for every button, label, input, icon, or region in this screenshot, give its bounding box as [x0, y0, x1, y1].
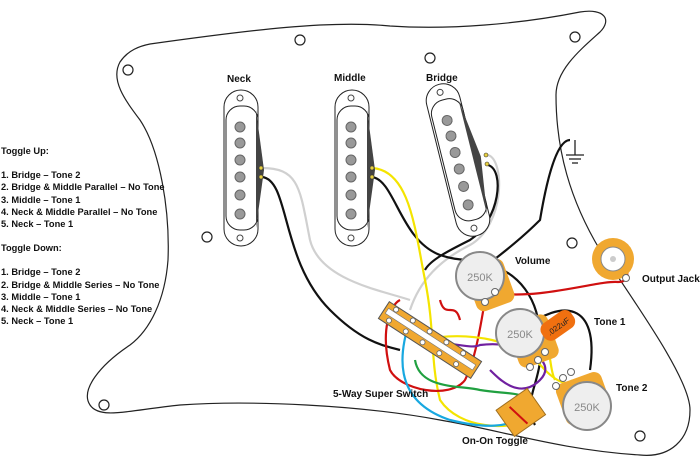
five-way-switch — [377, 300, 483, 380]
toggle-down-title: Toggle Down: — [1, 243, 62, 254]
toggle-down-item: 4. Neck & Middle Series – No Tone — [1, 304, 153, 315]
neck-pickup — [223, 89, 264, 247]
middle-label: Middle — [334, 73, 366, 84]
toggle-down-item: 1. Bridge – Tone 2 — [1, 267, 81, 278]
bridge-pickup — [425, 83, 491, 237]
toggle-up-item: 4. Neck & Middle Parallel – No Tone — [1, 206, 158, 217]
output-jack — [592, 238, 634, 282]
bridge-label: Bridge — [426, 73, 458, 84]
volume-pot: 250K — [455, 251, 515, 312]
volume-pot-value: 250K — [467, 272, 493, 284]
volume-label: Volume — [515, 256, 551, 267]
toggle-label: On-On Toggle — [462, 436, 528, 447]
toggle-up-item: 3. Middle – Tone 1 — [1, 194, 81, 205]
toggle-up-item: 2. Bridge & Middle Parallel – No Tone — [1, 182, 165, 193]
neck-label: Neck — [227, 74, 251, 85]
ground-icon — [566, 140, 584, 164]
toggle-up-item: 1. Bridge – Tone 2 — [1, 170, 81, 181]
tone2-pot: 250K — [552, 368, 612, 431]
tone2-label: Tone 2 — [616, 383, 648, 394]
capacitor: .022uF — [540, 310, 576, 341]
tone2-pot-value: 250K — [574, 402, 600, 414]
output-jack-label: Output Jack — [642, 274, 700, 285]
screw-holes — [98, 31, 646, 442]
switch-label: 5-Way Super Switch — [333, 389, 429, 400]
on-on-toggle — [495, 387, 547, 438]
tone1-label: Tone 1 — [594, 317, 626, 328]
middle-pickup — [334, 89, 375, 247]
switch-positions-legend: Toggle Up: 1. Bridge – Tone 2 2. Bridge … — [1, 145, 165, 327]
toggle-up-title: Toggle Up: — [1, 146, 49, 156]
pickup-terminals — [258, 152, 490, 180]
toggle-down-item: 3. Middle – Tone 1 — [1, 291, 81, 302]
tone1-pot-value: 250K — [507, 329, 533, 341]
toggle-down-item: 5. Neck – Tone 1 — [1, 316, 74, 327]
toggle-up-item: 5. Neck – Tone 1 — [1, 219, 74, 230]
toggle-down-item: 2. Bridge & Middle Series – No Tone — [1, 279, 160, 290]
pickguard-outline — [86, 10, 691, 456]
